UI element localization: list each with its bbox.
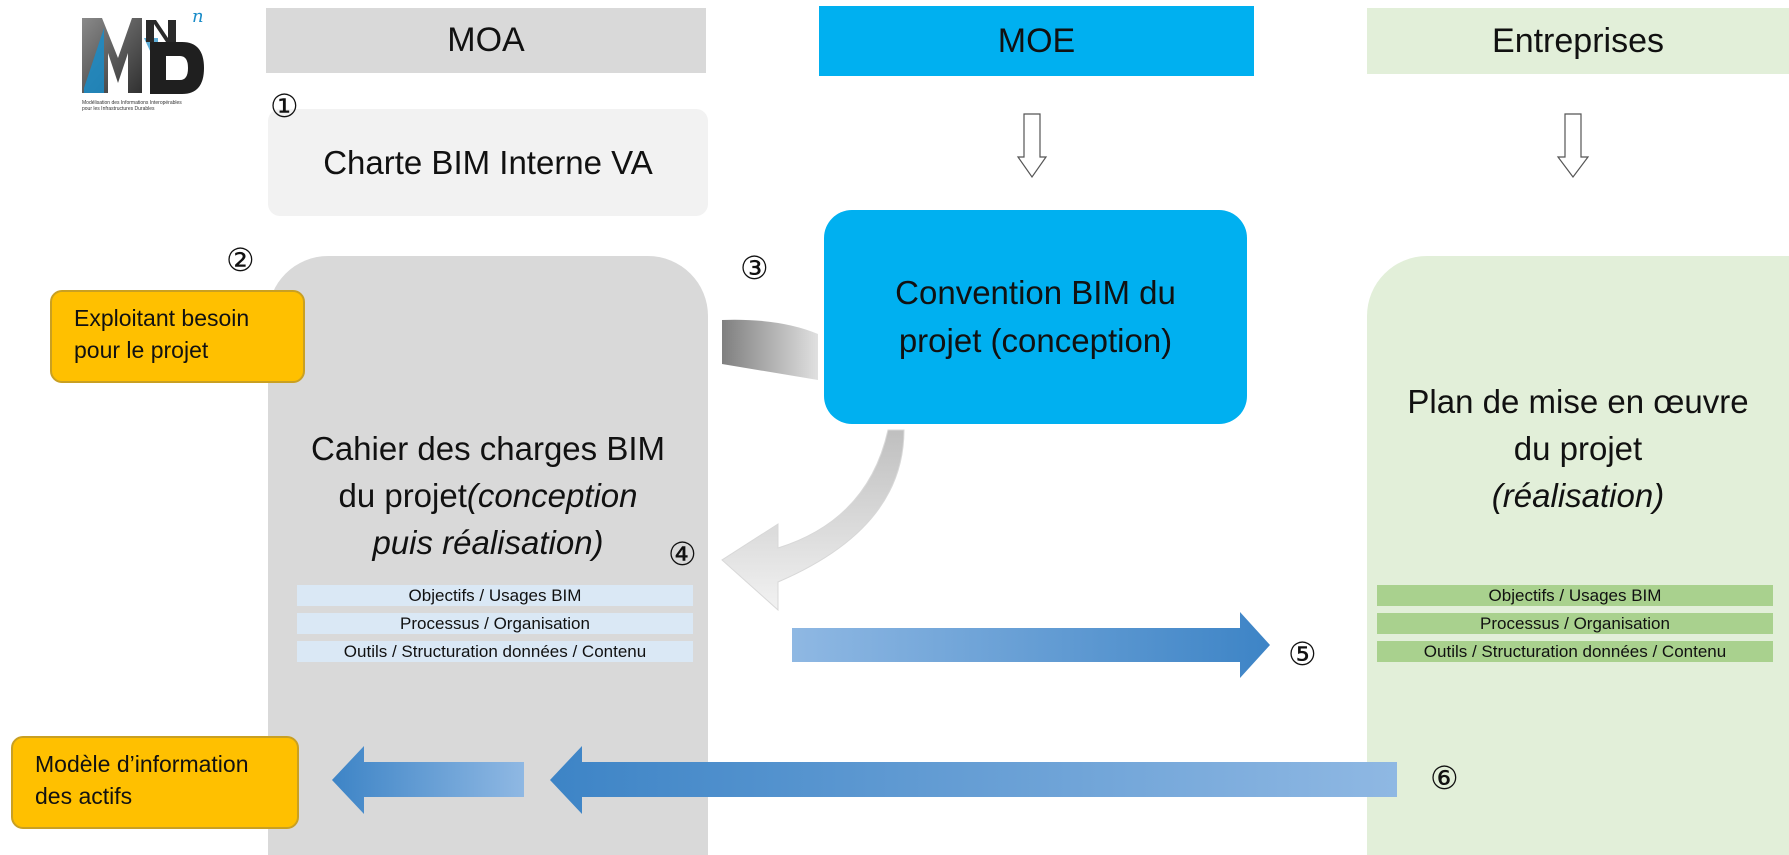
down-arrow-entreprises bbox=[1556, 113, 1590, 178]
step-2-marker: ② bbox=[226, 241, 255, 279]
cahier-line3-italic: puis réalisation) bbox=[372, 524, 604, 561]
header-entreprises-label: Entreprises bbox=[1492, 21, 1664, 60]
logo-subtitle-line2: pour les Infrastructures Durables bbox=[82, 106, 155, 112]
exploitant-line2: pour le projet bbox=[74, 337, 209, 363]
plan-line2: du projet bbox=[1513, 430, 1643, 467]
plan-rows: Objectifs / Usages BIM Processus / Organ… bbox=[1377, 585, 1773, 669]
plan-line3-italic: (réalisation) bbox=[1491, 477, 1665, 514]
down-arrow-moe bbox=[1016, 113, 1048, 179]
logo-superscript: n bbox=[192, 6, 204, 27]
cahier-row: Objectifs / Usages BIM bbox=[297, 585, 693, 606]
header-moe: MOE bbox=[819, 6, 1254, 76]
plan-row: Outils / Structuration données / Contenu bbox=[1377, 641, 1773, 662]
exploitant-line1: Exploitant besoin bbox=[74, 305, 250, 331]
cahier-line2-italic: (conception bbox=[466, 477, 638, 514]
convention-line2: projet (conception) bbox=[898, 322, 1173, 359]
plan-panel bbox=[1367, 256, 1789, 855]
convention-bim-box: Convention BIM du projet (conception) bbox=[824, 210, 1247, 424]
modele-box: Modèle d’information des actifs bbox=[11, 736, 299, 829]
header-moa-label: MOA bbox=[447, 21, 525, 59]
charte-label: Charte BIM Interne VA bbox=[323, 143, 653, 181]
header-moe-label: MOE bbox=[997, 21, 1076, 60]
cahier-line2-plain: du projet bbox=[338, 477, 467, 514]
step-1-marker: ① bbox=[270, 87, 299, 125]
curved-arrow-cahier-to-convention bbox=[722, 319, 818, 380]
cahier-row: Processus / Organisation bbox=[297, 613, 693, 634]
step-5-marker: ⑤ bbox=[1288, 635, 1317, 673]
logo-mark bbox=[82, 18, 204, 94]
blue-arrow-to-modele bbox=[332, 746, 524, 814]
exploitant-box: Exploitant besoin pour le projet bbox=[50, 290, 305, 383]
plan-title: Plan de mise en œuvre du projet (réalisa… bbox=[1367, 378, 1789, 519]
cahier-panel bbox=[268, 256, 708, 855]
plan-row: Processus / Organisation bbox=[1377, 613, 1773, 634]
step-3-marker: ③ bbox=[740, 249, 769, 287]
convention-line1: Convention BIM du bbox=[895, 274, 1176, 311]
logo-subtitle-line1: Modélisation des Informations Interopéra… bbox=[82, 100, 182, 106]
blue-arrow-from-entreprises bbox=[550, 746, 1397, 814]
curved-arrow-convention-to-cahier bbox=[721, 429, 905, 612]
header-moa: MOA bbox=[266, 8, 706, 73]
cahier-row: Outils / Structuration données / Contenu bbox=[297, 641, 693, 662]
step-6-marker: ⑥ bbox=[1430, 759, 1459, 797]
step-4-marker: ④ bbox=[668, 535, 697, 573]
modele-line1: Modèle d’information bbox=[35, 751, 249, 777]
modele-line2: des actifs bbox=[35, 783, 133, 809]
blue-arrow-to-entreprises bbox=[792, 612, 1270, 678]
plan-row: Objectifs / Usages BIM bbox=[1377, 585, 1773, 606]
header-entreprises: Entreprises bbox=[1367, 8, 1789, 74]
logo: n Modélisation des Informations Interopé… bbox=[82, 6, 232, 128]
cahier-title: Cahier des charges BIM du projet(concept… bbox=[268, 425, 708, 566]
charte-bim-box: Charte BIM Interne VA bbox=[268, 109, 708, 216]
cahier-line1: Cahier des charges BIM bbox=[311, 430, 665, 467]
logo-subtitle: Modélisation des Informations Interopéra… bbox=[82, 100, 232, 112]
cahier-rows: Objectifs / Usages BIM Processus / Organ… bbox=[297, 585, 693, 669]
plan-line1: Plan de mise en œuvre bbox=[1407, 383, 1749, 420]
